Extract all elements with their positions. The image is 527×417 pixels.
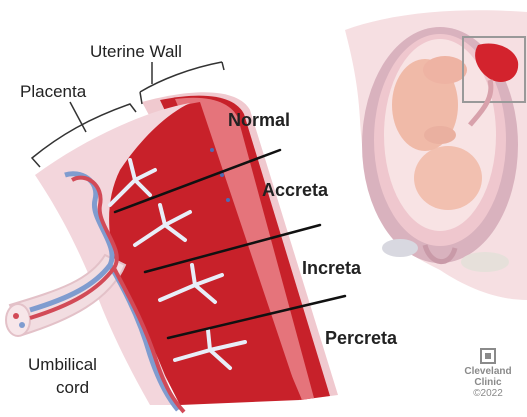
brand-name-line2: Clinic — [448, 377, 527, 388]
fetus-arm — [424, 126, 456, 144]
accreta-label: Accreta — [262, 180, 328, 201]
pelvic-bone — [461, 252, 509, 272]
percreta-label: Percreta — [325, 328, 397, 349]
uterine-wall-label: Uterine Wall — [90, 42, 182, 62]
brand-name-line1: Cleveland — [448, 366, 527, 377]
normal-label: Normal — [228, 110, 290, 131]
umbilical-label: Umbilical — [28, 355, 97, 375]
bladder — [382, 239, 418, 257]
placenta-label: Placenta — [20, 82, 86, 102]
cord-vessel-blue — [19, 322, 25, 328]
pregnant-uterus-illustration — [345, 10, 527, 300]
cleveland-clinic-logo-icon — [480, 348, 496, 364]
fetus-leg — [423, 56, 467, 84]
cleveland-clinic-brand: Cleveland Clinic ©2022 — [448, 348, 527, 399]
fetus-head — [414, 146, 482, 210]
brand-copyright: ©2022 — [448, 388, 527, 399]
cord-end — [6, 304, 30, 336]
increta-label: Increta — [302, 258, 361, 279]
cord-label: cord — [56, 378, 89, 398]
cord-vessel-red — [13, 313, 19, 319]
